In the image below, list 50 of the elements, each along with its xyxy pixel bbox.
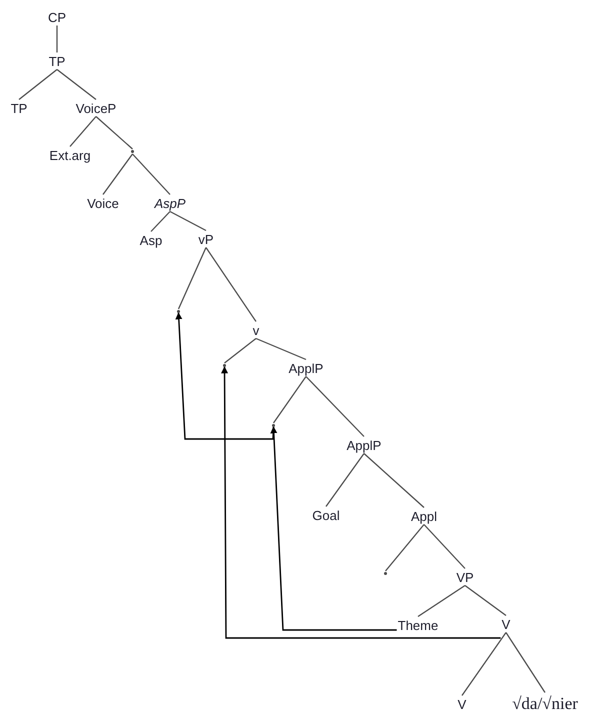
tree-node-label: vP — [198, 232, 214, 246]
tree-branch-line — [224, 338, 256, 364]
tree-node-label: CP — [48, 10, 66, 24]
branch-end-point — [223, 364, 226, 367]
tree-branch-line — [364, 453, 424, 508]
tree-node-label: V — [502, 616, 510, 632]
tree-node-label: VoiceP — [76, 100, 116, 116]
tree-branch-line — [56, 26, 58, 52]
tree-node-label: Voice — [87, 196, 119, 210]
tree-branch-line — [462, 632, 506, 696]
tree-branch-line — [150, 211, 170, 232]
tree-branch-line — [178, 247, 207, 310]
tree-branch-line — [273, 376, 306, 424]
movement-arrow — [270, 426, 397, 631]
tree-branch-line — [18, 69, 58, 100]
tree-branch-line — [385, 524, 424, 572]
tree-branch-line — [418, 585, 466, 617]
tree-branch-line — [102, 154, 133, 195]
tree-node-label: TP — [10, 100, 28, 116]
tree-branch-line — [170, 210, 206, 232]
branch-end-point — [177, 310, 180, 313]
tree-node-label: Asp — [140, 232, 162, 248]
tree-node-label: Appl — [410, 508, 438, 524]
movement-arrow — [221, 366, 501, 639]
tree-branch-line — [306, 376, 364, 437]
tree-node-label: Goal — [312, 508, 340, 522]
tree-branch-line — [505, 632, 546, 693]
branch-end-point — [384, 572, 387, 575]
tree-branch-line — [326, 453, 364, 507]
movement-arrow — [175, 312, 274, 440]
tree-node-label: Ext.arg — [49, 148, 91, 162]
tree-node-label: ApplP — [288, 360, 324, 376]
tree-node-label: √da/√nier — [512, 694, 578, 712]
tree-node-label: Theme — [398, 618, 438, 632]
tree-branch-line — [206, 247, 256, 322]
tree-node-label: AspP — [154, 196, 186, 210]
tree-branch-line — [70, 116, 96, 147]
branch-end-point — [131, 150, 134, 153]
tree-node-label: VP — [456, 570, 474, 584]
tree-branch-line — [132, 154, 170, 195]
tree-node-label: V — [458, 696, 466, 712]
branch-end-point — [272, 424, 275, 427]
tree-node-label: ApplP — [346, 438, 382, 452]
tree-branch-line — [256, 338, 306, 360]
tree-branch-line — [56, 69, 96, 100]
tree-branch-line — [424, 524, 466, 569]
tree-node-label: TP — [48, 54, 66, 68]
tree-branch-line — [464, 585, 506, 616]
tree-node-label: v — [252, 322, 260, 338]
tree-branch-line — [96, 116, 133, 150]
